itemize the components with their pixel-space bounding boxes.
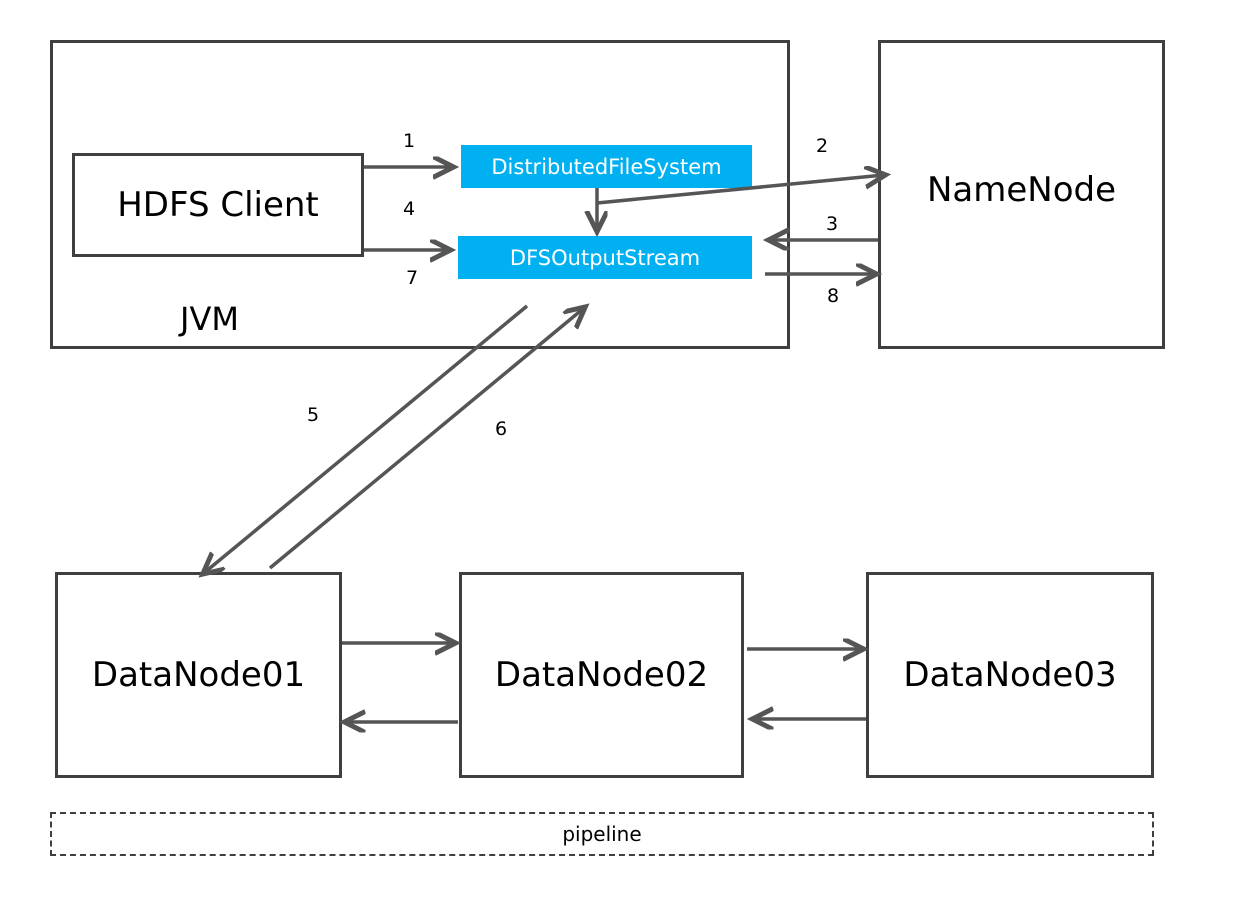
datanode02-box <box>459 572 744 778</box>
distributed-file-system-box: DistributedFileSystem <box>461 145 752 188</box>
namenode-label: NameNode <box>926 170 1117 210</box>
datanode03-label: DataNode03 <box>903 655 1117 695</box>
step-label-7: 7 <box>406 267 419 289</box>
step-label-2: 2 <box>816 135 829 157</box>
datanode03-box <box>866 572 1154 778</box>
namenode-box <box>878 40 1165 349</box>
pipeline-box: pipeline <box>50 812 1154 856</box>
datanode01-label: DataNode01 <box>91 655 306 695</box>
step-label-4: 4 <box>403 198 416 220</box>
dfs-output-stream-box: DFSOutputStream <box>458 236 752 279</box>
datanode02-label: DataNode02 <box>494 655 709 695</box>
step-label-5: 5 <box>307 404 320 426</box>
datanode01-box <box>55 572 342 778</box>
hdfs-client-box <box>72 153 364 257</box>
pipeline-label: pipeline <box>562 822 642 846</box>
step-label-3: 3 <box>826 213 839 235</box>
jvm-label: JVM <box>180 300 239 338</box>
step-label-1: 1 <box>403 130 416 152</box>
step-label-8: 8 <box>827 285 840 307</box>
hdfs-client-label: HDFS Client <box>117 185 319 225</box>
step-label-6: 6 <box>495 418 508 440</box>
